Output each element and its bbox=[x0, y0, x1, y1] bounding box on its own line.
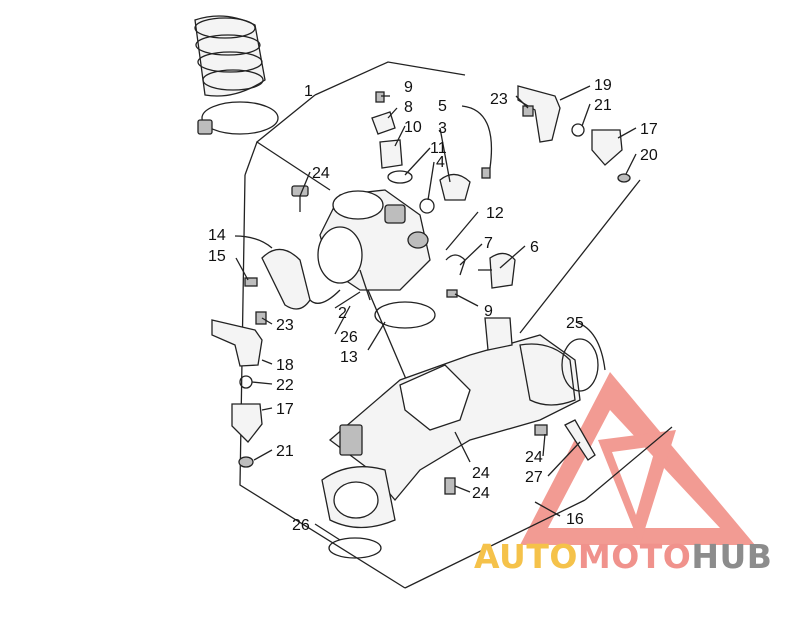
label-9b: 9 bbox=[484, 303, 493, 320]
label-24a: 24 bbox=[312, 165, 330, 182]
label-24c: 24 bbox=[525, 449, 543, 466]
watermark-hub: HUB bbox=[691, 537, 773, 576]
label-19: 19 bbox=[594, 77, 612, 94]
label-5: 5 bbox=[438, 98, 447, 115]
o-ring-26-right bbox=[561, 338, 599, 392]
label-1: 1 bbox=[304, 83, 313, 100]
label-4: 4 bbox=[436, 154, 445, 171]
label-18: 18 bbox=[276, 357, 294, 374]
label-7: 7 bbox=[484, 235, 493, 252]
label-3: 3 bbox=[438, 120, 447, 137]
watermark-text: AUTOMOTOHUB bbox=[474, 537, 772, 576]
label-26b: 26 bbox=[292, 517, 310, 534]
label-25: 26 bbox=[340, 329, 358, 346]
label-13: 13 bbox=[340, 349, 358, 366]
label-23a: 23 bbox=[490, 91, 508, 108]
label-17a: 17 bbox=[640, 121, 658, 138]
clip-and-bolts bbox=[444, 419, 596, 495]
label-20b: 22 bbox=[276, 377, 294, 394]
label-6: 6 bbox=[530, 239, 539, 256]
label-11: 11 bbox=[430, 140, 447, 157]
label-23b: 23 bbox=[276, 317, 294, 334]
watermark-logo bbox=[520, 372, 755, 545]
label-15: 15 bbox=[208, 248, 226, 265]
label-27: 27 bbox=[525, 469, 543, 486]
label-26a: 25 bbox=[566, 315, 584, 332]
throttle-body bbox=[317, 189, 431, 301]
label-8: 8 bbox=[404, 99, 413, 116]
label-10: 10 bbox=[404, 119, 422, 136]
intake-boot bbox=[194, 15, 279, 135]
watermark-inner-triangle-icon bbox=[598, 430, 676, 545]
part-labels: 1 9 8 10 5 3 11 4 24 12 7 6 14 15 9 2 23… bbox=[208, 77, 658, 534]
leader-lines bbox=[234, 85, 637, 541]
fuel-rail-top bbox=[517, 85, 631, 183]
label-12: 12 bbox=[486, 205, 504, 222]
label-16: 16 bbox=[566, 511, 584, 528]
fuel-rail-left bbox=[211, 311, 267, 468]
watermark-moto: MOTO bbox=[577, 537, 692, 576]
tps-sensor bbox=[445, 252, 516, 298]
label-17b: 17 bbox=[276, 401, 294, 418]
label-24b: 24 bbox=[472, 485, 490, 502]
sensor-cover bbox=[244, 248, 341, 310]
label-14: 14 bbox=[208, 227, 226, 244]
label-22: 24 bbox=[472, 465, 490, 482]
label-20a: 21 bbox=[594, 97, 612, 114]
label-9a: 9 bbox=[404, 79, 413, 96]
label-2: 2 bbox=[338, 305, 347, 322]
o-ring bbox=[374, 301, 436, 329]
watermark-auto: AUTO bbox=[474, 537, 578, 576]
label-21a: 20 bbox=[640, 147, 658, 164]
o-ring-26-bottom bbox=[328, 537, 382, 559]
intake-manifold bbox=[321, 317, 581, 529]
label-21b: 21 bbox=[276, 443, 294, 460]
watermark-triangle-icon bbox=[520, 372, 755, 545]
